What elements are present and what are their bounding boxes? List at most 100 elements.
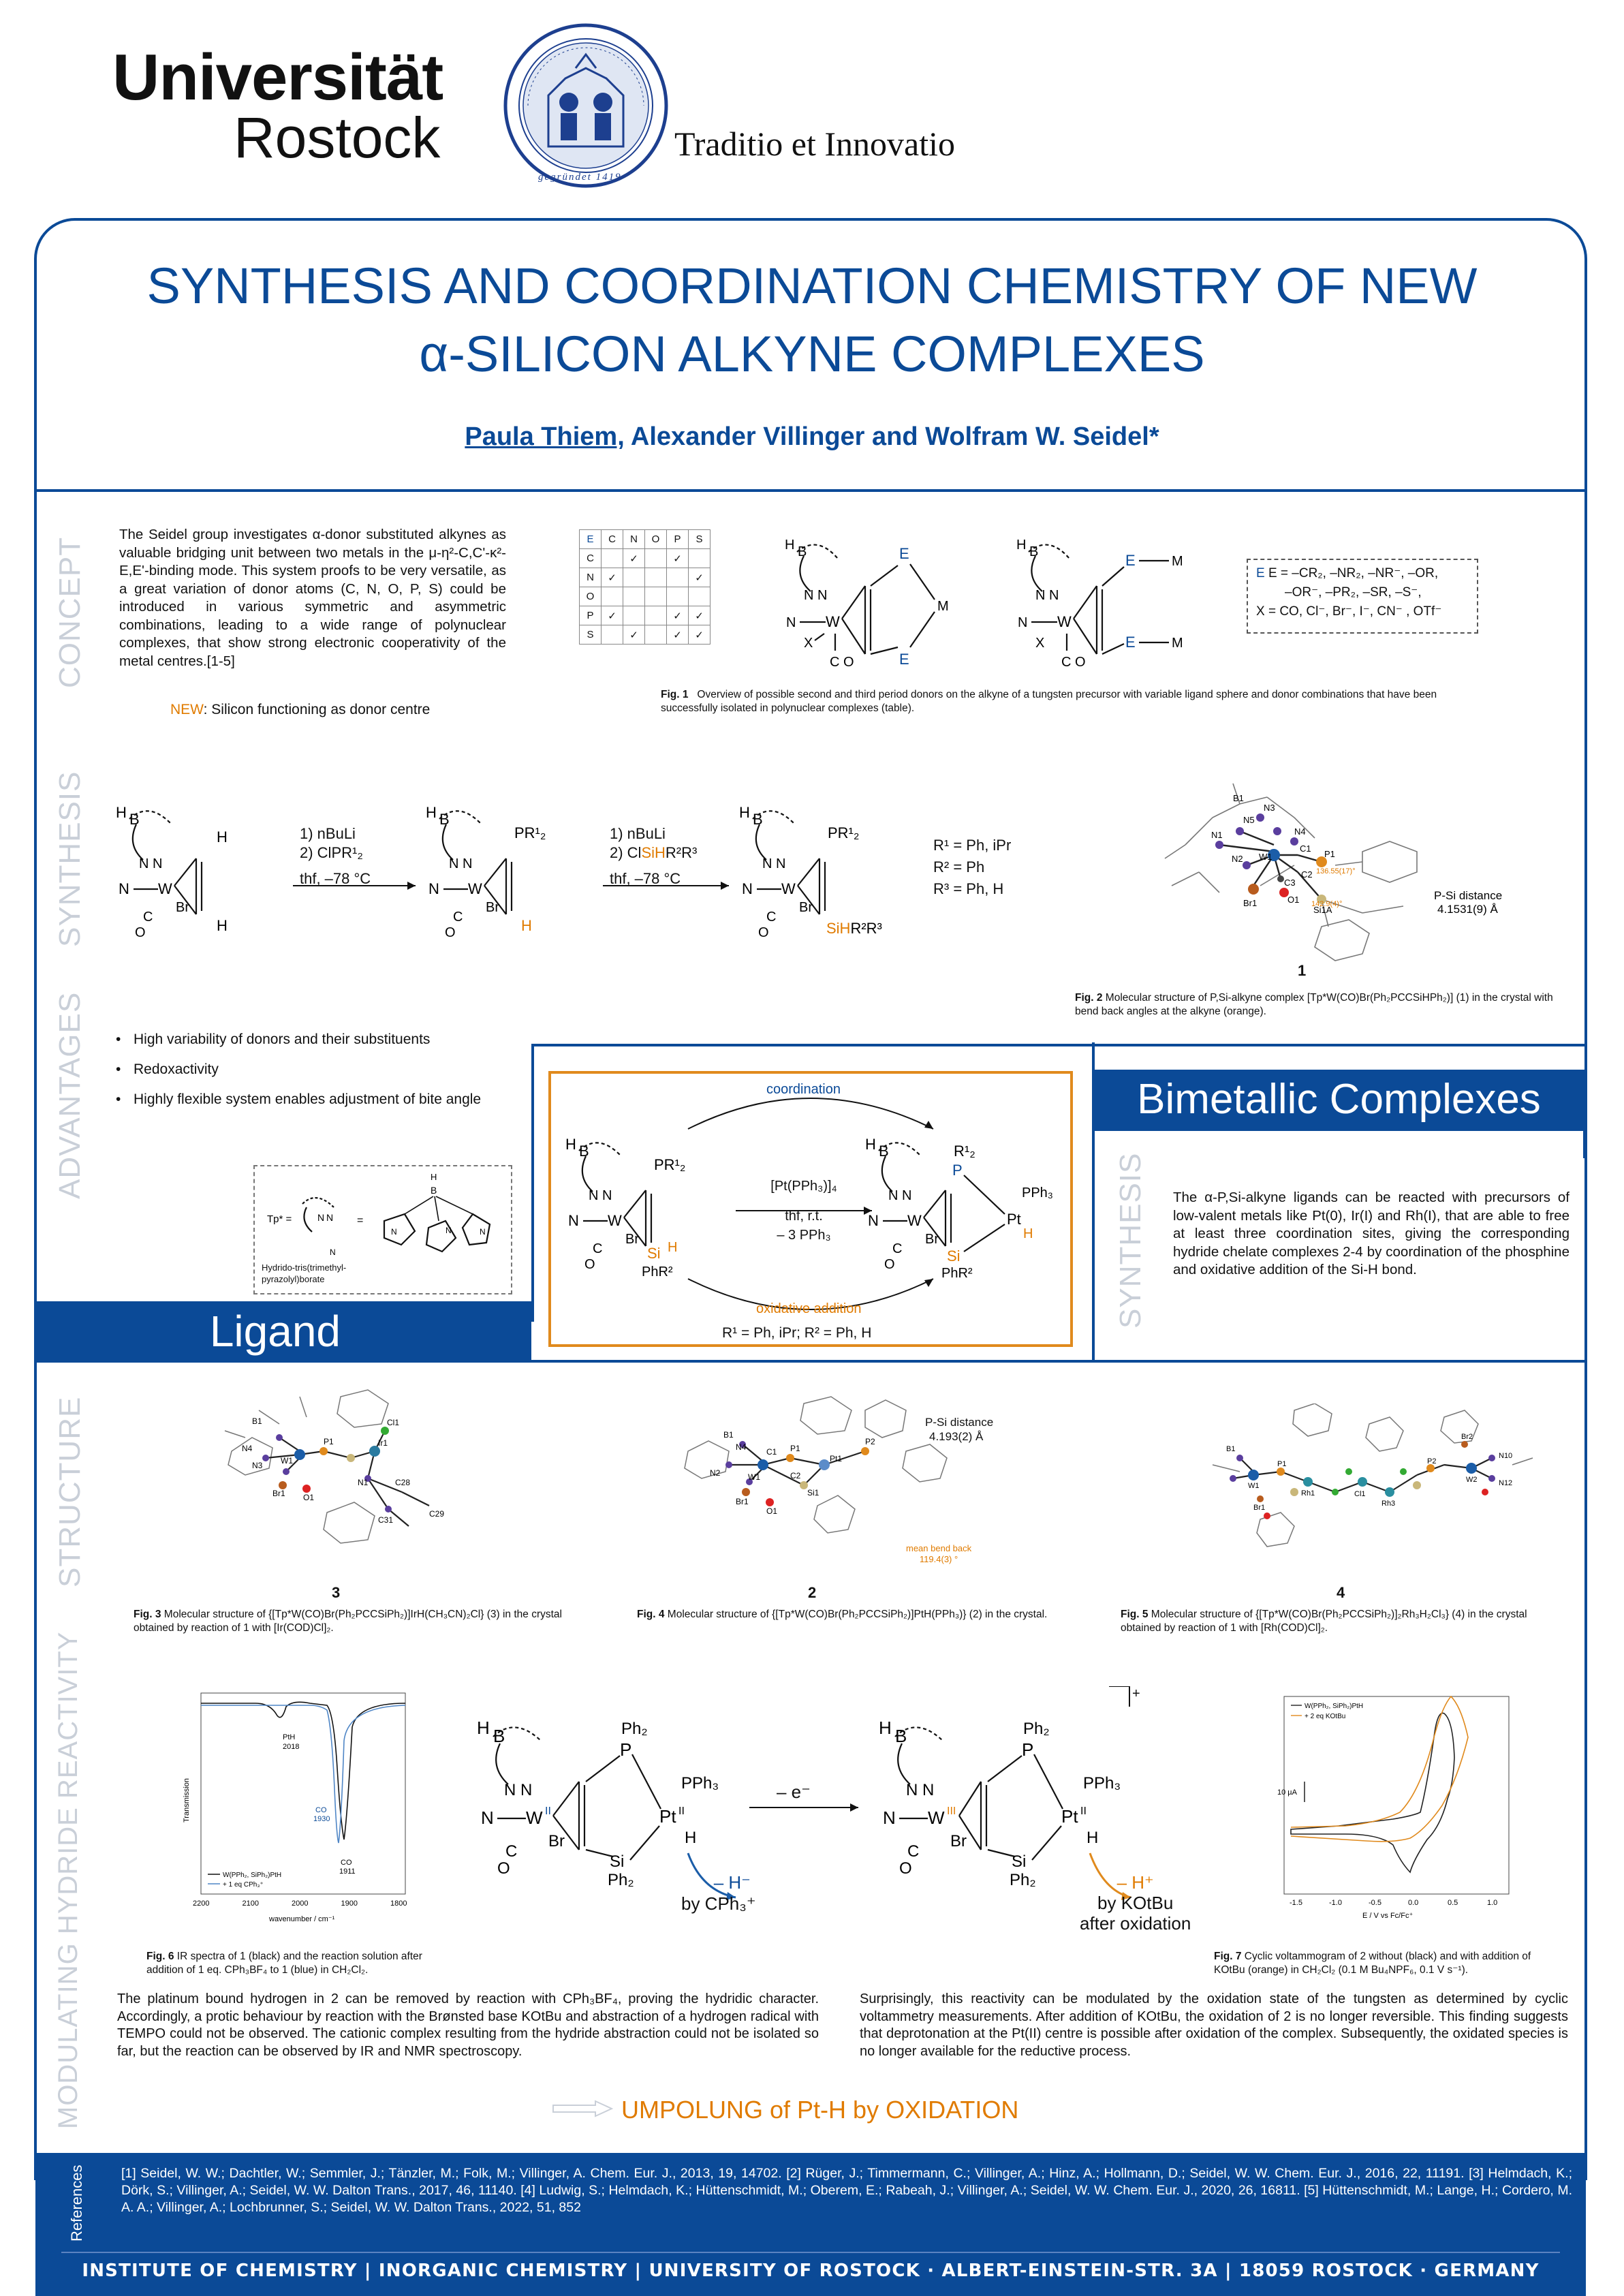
svg-text:N: N xyxy=(568,1212,579,1229)
table-row: N✓✓ xyxy=(579,568,710,587)
table-cell xyxy=(688,548,710,568)
svg-text:Rh1: Rh1 xyxy=(1301,1489,1315,1498)
svg-text:B: B xyxy=(129,811,140,828)
svg-text:H: H xyxy=(1016,538,1026,553)
svg-text:Br: Br xyxy=(176,900,189,915)
minus-proton: – H⁺ xyxy=(1116,1872,1154,1893)
university-name-line1: Universität xyxy=(112,41,443,114)
advantages-list: •High variability of donors and their su… xyxy=(116,1030,504,1109)
svg-text:W1: W1 xyxy=(1248,1482,1260,1490)
table-header-cell: N xyxy=(623,529,645,549)
svg-text:N2: N2 xyxy=(1232,854,1243,864)
authors: Paula Thiem, Alexander Villinger and Wol… xyxy=(41,422,1583,452)
bimetallic-frame-top xyxy=(531,1044,1586,1046)
svg-text:Si1A: Si1A xyxy=(1313,905,1332,915)
table-header-cell: S xyxy=(688,529,710,549)
table-row: S✓✓✓ xyxy=(579,625,710,645)
svg-text:N4: N4 xyxy=(736,1442,747,1452)
references-block xyxy=(35,2153,1586,2248)
svg-text:W: W xyxy=(158,880,172,897)
side-label-synthesis2: SYNTHESIS xyxy=(1114,1152,1147,1329)
table-cell xyxy=(623,587,645,606)
svg-text:C: C xyxy=(143,910,153,925)
svg-text:N: N xyxy=(742,880,753,897)
svg-text:N: N xyxy=(317,1212,324,1223)
svg-text:C: C xyxy=(892,1241,902,1256)
tp-label: Tp* = xyxy=(267,1213,292,1225)
side-label-synthesis: SYNTHESIS xyxy=(53,771,87,947)
svg-text:P2: P2 xyxy=(1427,1457,1436,1465)
svg-text:O: O xyxy=(497,1859,510,1878)
tp-caption: Hydrido-tris(trimethyl-pyrazolyl)borate xyxy=(262,1262,347,1284)
axis-tick-label: 1800 xyxy=(390,1899,407,1908)
svg-text:H: H xyxy=(426,804,437,821)
svg-text:Ph₂: Ph₂ xyxy=(621,1720,648,1738)
table-cell: ✓ xyxy=(601,606,623,625)
table-cell xyxy=(644,548,667,568)
axis-tick-label: 2100 xyxy=(243,1899,259,1908)
svg-text:B1: B1 xyxy=(1233,793,1244,803)
side-label-structure: STRUCTURE xyxy=(53,1396,87,1587)
svg-text:N: N xyxy=(326,1212,333,1223)
svg-text:N12: N12 xyxy=(1499,1479,1512,1487)
svg-text:C1: C1 xyxy=(1300,843,1311,854)
svg-text:II: II xyxy=(1080,1805,1087,1817)
cv-legend-2: + 2 eq KOtBu xyxy=(1305,1713,1345,1720)
svg-text:PPh₃: PPh₃ xyxy=(1083,1774,1121,1793)
svg-text:N4: N4 xyxy=(1294,826,1306,837)
bimetallic-frame-left xyxy=(531,1044,534,1322)
table-cell: N xyxy=(579,568,602,587)
fig2-text: Molecular structure of P,Si-alkyne compl… xyxy=(1075,992,1553,1017)
svg-text:PPh₃: PPh₃ xyxy=(1022,1185,1053,1200)
svg-text:H: H xyxy=(217,917,228,934)
svg-text:N3: N3 xyxy=(252,1461,263,1470)
table-cell xyxy=(623,606,645,625)
table-cell: ✓ xyxy=(666,548,689,568)
fig2-label: Fig. 2 xyxy=(1075,992,1103,1004)
fig4-text: Molecular structure of {[Tp*W(CO)Br(Ph₂P… xyxy=(667,1609,1048,1620)
svg-text:M: M xyxy=(1172,636,1183,651)
bend-label: mean bend back xyxy=(906,1543,972,1553)
svg-text:N4: N4 xyxy=(242,1444,253,1453)
ir-co2-value: 1911 xyxy=(339,1867,356,1876)
table-cell xyxy=(644,587,667,606)
svg-text:N N: N N xyxy=(449,856,472,871)
pt-cond2: – 3 PPh₃ xyxy=(777,1228,831,1243)
svg-text:PR¹₂: PR¹₂ xyxy=(514,824,546,841)
axis-tick-label: -1.0 xyxy=(1329,1899,1342,1907)
svg-text:N: N xyxy=(1018,615,1027,630)
university-wordmark: Universität Rostock xyxy=(112,41,443,167)
table-cell: P xyxy=(579,606,602,625)
table-cell: ✓ xyxy=(623,625,645,645)
svg-text:N N: N N xyxy=(906,1781,934,1799)
cation-charge: + xyxy=(1132,1686,1140,1701)
axis-tick-label: -1.5 xyxy=(1290,1899,1302,1907)
svg-text:W: W xyxy=(526,1808,543,1828)
fig1-label: Fig. 1 xyxy=(661,689,689,700)
svg-text:Br: Br xyxy=(950,1832,967,1850)
svg-text:B: B xyxy=(579,1143,589,1160)
svg-text:Ph₂: Ph₂ xyxy=(608,1871,634,1889)
svg-text:Br1: Br1 xyxy=(1253,1504,1265,1512)
svg-text:O1: O1 xyxy=(1287,895,1299,905)
svg-text:Br1: Br1 xyxy=(272,1489,285,1498)
axis-tick-label: 1.0 xyxy=(1487,1899,1497,1907)
svg-text:B: B xyxy=(895,1726,907,1746)
table-cell xyxy=(601,587,623,606)
university-motto: Traditio et Innovatio xyxy=(674,125,956,163)
table-cell: ✓ xyxy=(688,625,710,645)
modulating-text-right: Surprisingly, this reactivity can be mod… xyxy=(860,1991,1568,2059)
ir-xlabel: wavenumber / cm⁻¹ xyxy=(268,1915,335,1923)
table-cell xyxy=(601,548,623,568)
svg-text:W: W xyxy=(608,1212,622,1229)
svg-text:H: H xyxy=(565,1136,576,1153)
table-cell: ✓ xyxy=(666,625,689,645)
advantage-item: •High variability of donors and their su… xyxy=(116,1031,431,1047)
svg-text:PhR²: PhR² xyxy=(941,1266,973,1281)
table-cell: ✓ xyxy=(688,568,710,587)
svg-text:H: H xyxy=(217,828,228,846)
